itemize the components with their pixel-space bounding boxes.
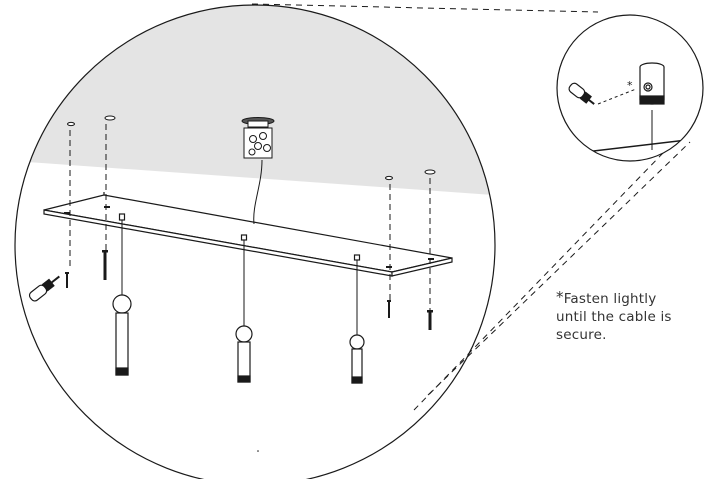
pendant-light [235, 234, 253, 383]
note-line-2: until the cable is [556, 309, 672, 325]
cable-grip [639, 62, 665, 105]
pendant-light [349, 254, 365, 384]
inset-detail-view: * [559, 62, 703, 161]
screwdriver-icon [568, 82, 595, 105]
screw [65, 272, 69, 288]
inset-asterisk: * [627, 79, 633, 92]
pendant-cables [121, 220, 358, 336]
note-line-1: *Fasten lightly [556, 288, 704, 308]
screwdriver-icon [28, 275, 60, 302]
screw-axes [69, 124, 431, 310]
junction-box [241, 117, 275, 159]
main-detail-circle [14, 4, 496, 479]
fastening-note: *Fasten lightly until the cable is secur… [556, 288, 704, 344]
screw [102, 250, 108, 280]
pendant-light [112, 213, 132, 376]
canopy-plate [43, 192, 453, 277]
screws [64, 206, 434, 330]
callout-lines [251, 3, 691, 411]
screw [387, 300, 391, 318]
note-text-1: Fasten lightly [563, 291, 657, 307]
note-asterisk: * [556, 288, 564, 306]
main-detail-view [15, 5, 495, 452]
supply-cable [253, 159, 263, 225]
ceiling-anchors [67, 115, 436, 181]
ceiling-surface [15, 5, 495, 210]
screw [427, 310, 433, 330]
note-line-3: secure. [556, 327, 607, 343]
inset-floor [560, 138, 703, 161]
inset-detail-circle [556, 14, 704, 162]
